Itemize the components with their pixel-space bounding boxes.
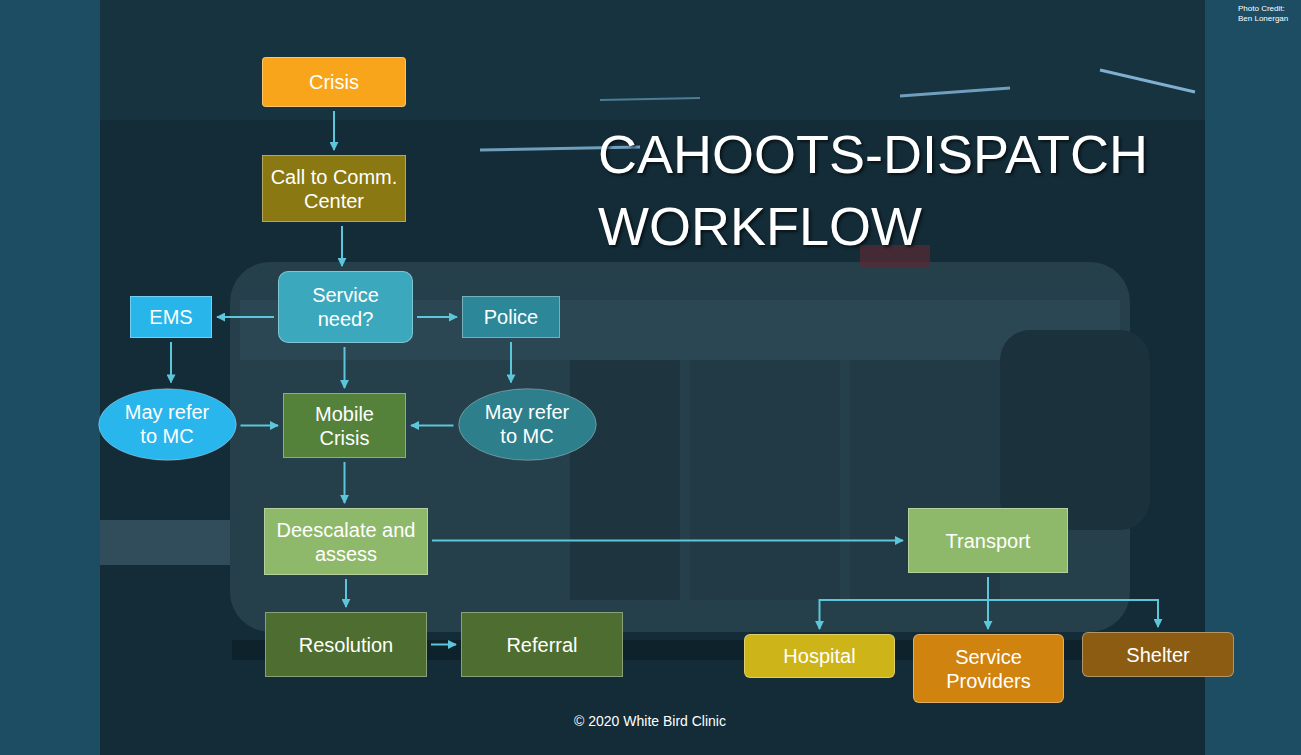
- node-label: Police: [484, 305, 538, 329]
- process-box: EMS: [130, 296, 212, 338]
- flow-arrow: [432, 540, 903, 542]
- flow-arrow: [417, 316, 457, 318]
- node-label: Hospital: [783, 644, 855, 668]
- flow-arrow: [241, 425, 279, 427]
- slide-title: CAHOOTS-DISPATCH WORKFLOW: [598, 118, 1258, 262]
- referral-ellipse: May refer to MC: [458, 388, 597, 461]
- van-body: [230, 262, 1130, 632]
- destination-box: Shelter: [1082, 632, 1234, 677]
- flow-arrow: [510, 342, 512, 383]
- ceiling-light: [900, 88, 1010, 96]
- process-box: Resolution: [265, 612, 427, 677]
- node-label: Service need?: [286, 283, 405, 331]
- start-box: Crisis: [262, 57, 406, 107]
- flow-arrow: [170, 342, 172, 383]
- flow-arrow: [333, 111, 335, 150]
- node-label: Referral: [506, 633, 577, 657]
- photo-credit: Photo Credit: Ben Lonergan: [1238, 4, 1298, 24]
- ellipse-fill: [98, 388, 236, 460]
- node-label: May refer to MC: [120, 400, 215, 448]
- node-label: Crisis: [309, 70, 359, 94]
- garage-window: [100, 520, 230, 565]
- flow-arrow: [344, 347, 346, 388]
- flow-arrow: [341, 226, 343, 266]
- decision-box: Service need?: [278, 271, 413, 343]
- flow-arrow: [411, 425, 454, 427]
- flow-arrow: [431, 644, 456, 646]
- process-box: Call to Comm. Center: [262, 155, 406, 222]
- flow-arrow: [345, 579, 347, 607]
- flow-arrow: [217, 316, 274, 318]
- ceiling: [100, 0, 1205, 120]
- node-label: May refer to MC: [480, 400, 575, 448]
- process-box: Police: [462, 296, 560, 338]
- node-label: Shelter: [1126, 643, 1189, 667]
- node-label: Deescalate and assess: [272, 518, 420, 566]
- destination-box: Service Providers: [913, 634, 1064, 703]
- flow-arrow: [344, 462, 346, 503]
- process-box: Referral: [461, 612, 623, 677]
- ellipse-outline: [98, 388, 237, 461]
- van-door: [690, 360, 840, 600]
- flow-arrow: [820, 577, 989, 629]
- destination-box: Hospital: [744, 634, 895, 678]
- van-door: [570, 360, 680, 600]
- node-label: Transport: [946, 529, 1031, 553]
- node-label: Service Providers: [921, 645, 1056, 693]
- van-front: [1000, 330, 1150, 530]
- node-label: Resolution: [299, 633, 394, 657]
- photo-ground: [100, 0, 1205, 755]
- ellipse-fill: [458, 388, 596, 460]
- ceiling-light: [1100, 70, 1195, 92]
- referral-ellipse: May refer to MC: [98, 388, 237, 461]
- node-label: EMS: [149, 305, 192, 329]
- process-box: Deescalate and assess: [264, 508, 428, 575]
- process-box: Transport: [908, 508, 1068, 573]
- ceiling-light: [600, 98, 700, 100]
- flow-arrow: [988, 577, 1158, 627]
- process-box: Mobile Crisis: [283, 393, 406, 458]
- node-label: Call to Comm. Center: [270, 165, 398, 213]
- node-label: Mobile Crisis: [291, 402, 398, 450]
- copyright-caption: © 2020 White Bird Clinic: [500, 712, 800, 730]
- ellipse-outline: [458, 388, 597, 461]
